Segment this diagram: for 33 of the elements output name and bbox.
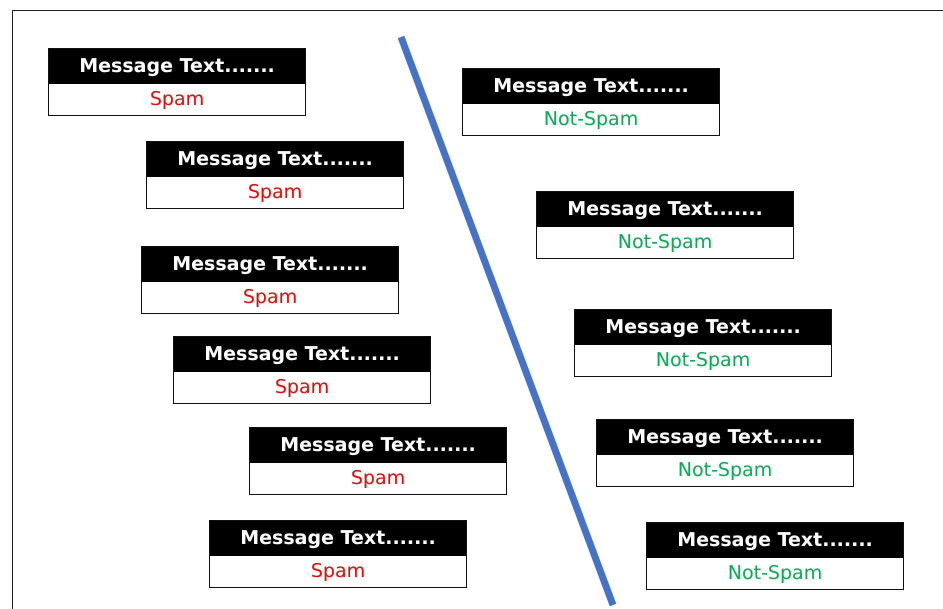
- message-card: [249, 427, 507, 495]
- message-card: [536, 191, 794, 259]
- message-header: Message Text.......: [463, 69, 719, 104]
- message-header: Message Text.......: [575, 310, 831, 345]
- class-label: Spam: [246, 180, 304, 205]
- message-header: Message Text.......: [142, 247, 398, 282]
- message-card: [141, 246, 399, 314]
- message-card: [596, 419, 854, 487]
- class-label: Not-Spam: [616, 230, 714, 255]
- message-card: [646, 522, 904, 590]
- message-card: [48, 48, 306, 116]
- class-label: Spam: [310, 559, 366, 584]
- message-header: Message Text.......: [250, 428, 506, 463]
- class-label: Spam: [242, 285, 298, 310]
- message-card: [462, 68, 720, 136]
- class-label: Spam: [350, 466, 406, 491]
- message-header: Message Text.......: [174, 337, 430, 372]
- class-label: Spam: [148, 87, 206, 112]
- class-label: Not-Spam: [676, 458, 774, 483]
- class-label: Not-Spam: [542, 107, 640, 132]
- message-header: Message Text.......: [597, 420, 853, 455]
- message-card: [173, 336, 431, 404]
- message-header: Message Text.......: [147, 142, 403, 177]
- message-header: Message Text.......: [210, 521, 466, 556]
- message-header: Message Text.......: [647, 523, 903, 558]
- class-label: Not-Spam: [654, 348, 752, 373]
- message-card: [209, 520, 467, 588]
- message-card: [574, 309, 832, 377]
- message-header: Message Text.......: [49, 49, 305, 84]
- class-label: Not-Spam: [726, 561, 824, 586]
- message-header: Message Text.......: [537, 192, 793, 227]
- class-label: Spam: [274, 375, 330, 400]
- message-card: [146, 141, 404, 209]
